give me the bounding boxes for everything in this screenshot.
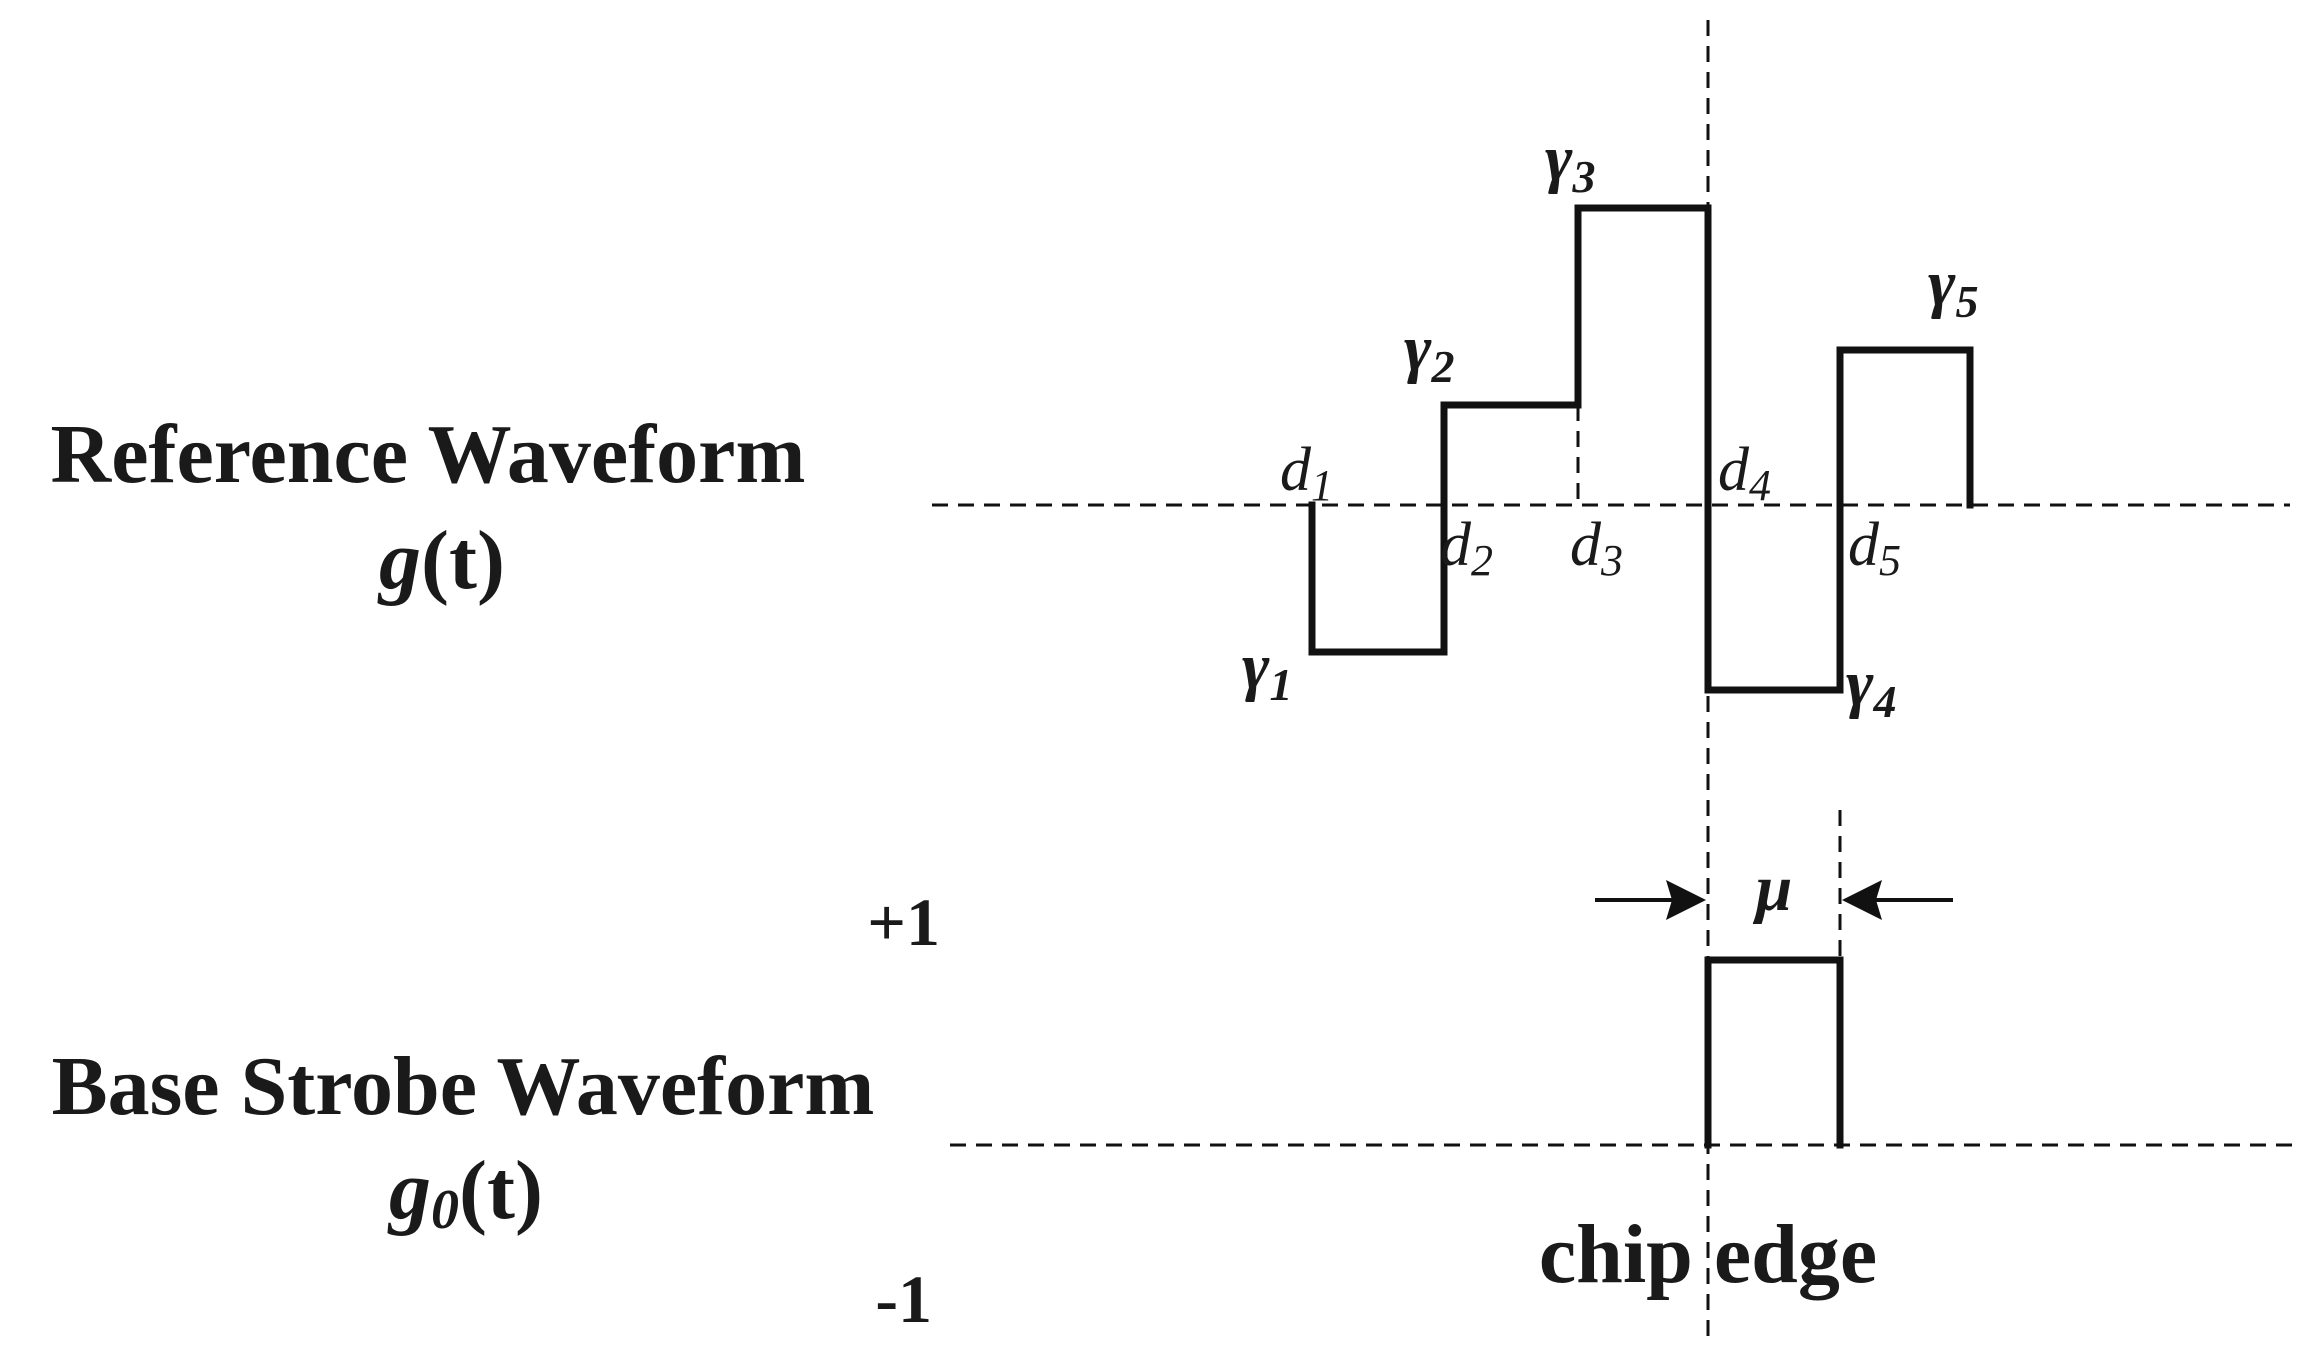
strobe-waveform bbox=[1704, 956, 1844, 1149]
mu-label: μ bbox=[1753, 852, 1793, 925]
mu-arrowhead-right bbox=[1842, 880, 1882, 920]
reference-waveform-title: Reference Waveform bbox=[51, 408, 806, 501]
d-4-label: d4 bbox=[1718, 436, 1771, 510]
gamma-4-label: γ4 bbox=[1846, 647, 1896, 727]
mu-arrowhead-left bbox=[1666, 880, 1706, 920]
level-minus-one: -1 bbox=[875, 1261, 932, 1337]
d-2-label: d2 bbox=[1440, 511, 1493, 585]
reference-waveform-function: g(t) bbox=[377, 514, 505, 607]
reference-waveform bbox=[1308, 204, 1974, 694]
d-3-label: d3 bbox=[1570, 511, 1623, 585]
gamma-3-label: γ3 bbox=[1545, 122, 1595, 202]
strobe-waveform-title: Base Strobe Waveform bbox=[52, 1040, 875, 1133]
d-1-label: d1 bbox=[1280, 436, 1333, 510]
gamma-2-label: γ2 bbox=[1404, 312, 1454, 392]
strobe-waveform-function: g0(t) bbox=[387, 1144, 543, 1241]
chip-edge-label: chip edge bbox=[1539, 1208, 1877, 1301]
level-plus-one: +1 bbox=[867, 884, 940, 960]
d-5-label: d5 bbox=[1848, 511, 1901, 585]
gamma-5-label: γ5 bbox=[1928, 247, 1978, 327]
gamma-1-label: γ1 bbox=[1242, 630, 1292, 710]
